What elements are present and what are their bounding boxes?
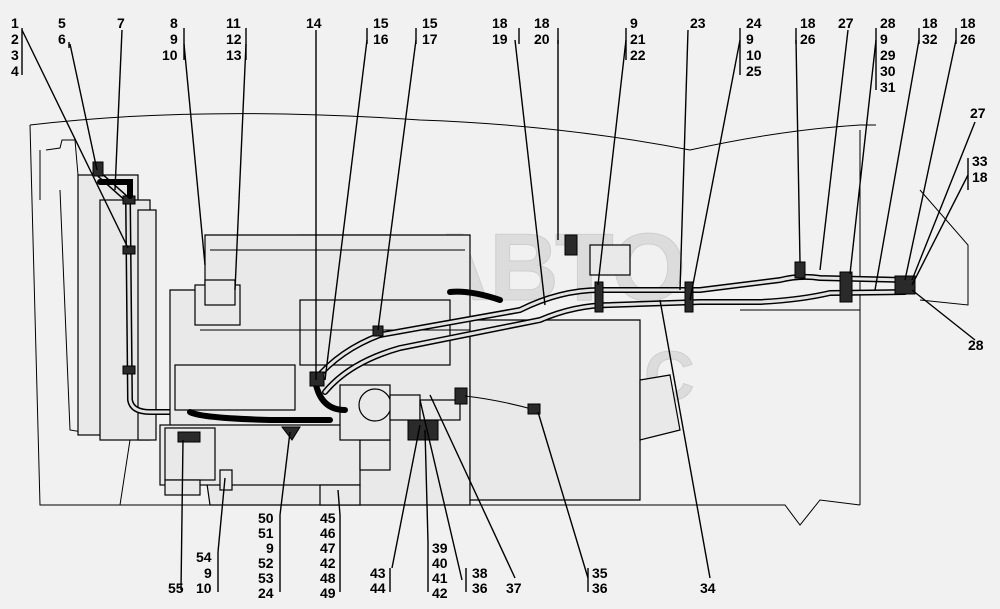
callout-54-10: 54 9 10 [196, 549, 216, 596]
cab-connector [894, 275, 916, 295]
callout-55: 55 [168, 580, 184, 596]
callout-27: 27 [838, 15, 854, 31]
callout-50-24: 50 51 9 52 53 24 [258, 510, 278, 601]
callout-14: 14 [306, 15, 322, 31]
pipe-clamp [122, 245, 136, 255]
callout-5-6: 5 6 [58, 15, 70, 47]
callout-18-26: 18 26 [800, 15, 819, 47]
callout-18-26b: 18 26 [960, 15, 979, 47]
branch-hoses [187, 371, 541, 423]
callout-45-49: 45 46 47 42 48 49 [320, 510, 339, 601]
pump-motor [407, 419, 439, 441]
leader-lines [21, 28, 976, 381]
valve [92, 161, 104, 177]
callout-8-10: 8 9 10 [162, 15, 182, 63]
callout-11-13: 11 12 13 [226, 15, 245, 63]
heater-unit [159, 424, 391, 506]
callout-15-16: 15 16 [373, 15, 392, 47]
callout-38-36: 38 36 [472, 565, 491, 596]
callout-18-32: 18 32 [922, 15, 941, 47]
callouts-top: 1 2 3 4 5 6 7 8 9 10 11 12 13 14 15 16 [11, 15, 991, 353]
callout-15-17: 15 17 [422, 15, 441, 47]
callout-37: 37 [506, 580, 522, 596]
callout-23: 23 [690, 15, 706, 31]
callout-9-22: 9 21 22 [630, 15, 649, 63]
pipe-clamp [122, 365, 136, 375]
callout-7: 7 [117, 15, 125, 31]
callout-1-4: 1 2 3 4 [11, 15, 23, 79]
mount [564, 234, 578, 256]
main-hoses [312, 261, 916, 395]
transmission [469, 234, 681, 501]
callout-43-44: 43 44 [370, 565, 389, 596]
callout-18-19: 18 19 [492, 15, 511, 47]
clamp [309, 371, 325, 387]
fitting [177, 431, 201, 443]
clip [684, 281, 694, 313]
tee [527, 403, 541, 415]
cab-outline [29, 113, 969, 526]
callout-34: 34 [700, 580, 716, 596]
clip [794, 261, 806, 279]
clip [839, 271, 853, 303]
callout-39-42: 39 40 41 42 [432, 540, 451, 601]
callout-28-31: 28 9 29 30 31 [880, 15, 899, 95]
callout-28-right: 28 [968, 337, 984, 353]
callout-35-36: 35 36 [592, 565, 611, 596]
callout-33-18: 33 18 [972, 153, 991, 185]
radiator-pipe [92, 161, 193, 415]
callout-27-right: 27 [970, 105, 986, 121]
callout-24-25: 24 9 10 25 [746, 15, 765, 79]
pump-assembly [339, 384, 468, 441]
callouts-bottom: 55 54 9 10 50 51 9 52 53 24 45 46 47 42 … [168, 510, 716, 601]
arrow-fitting [280, 426, 301, 441]
leader-lines-bottom [180, 299, 711, 592]
callout-18-20: 18 20 [534, 15, 553, 47]
clip [594, 281, 604, 313]
